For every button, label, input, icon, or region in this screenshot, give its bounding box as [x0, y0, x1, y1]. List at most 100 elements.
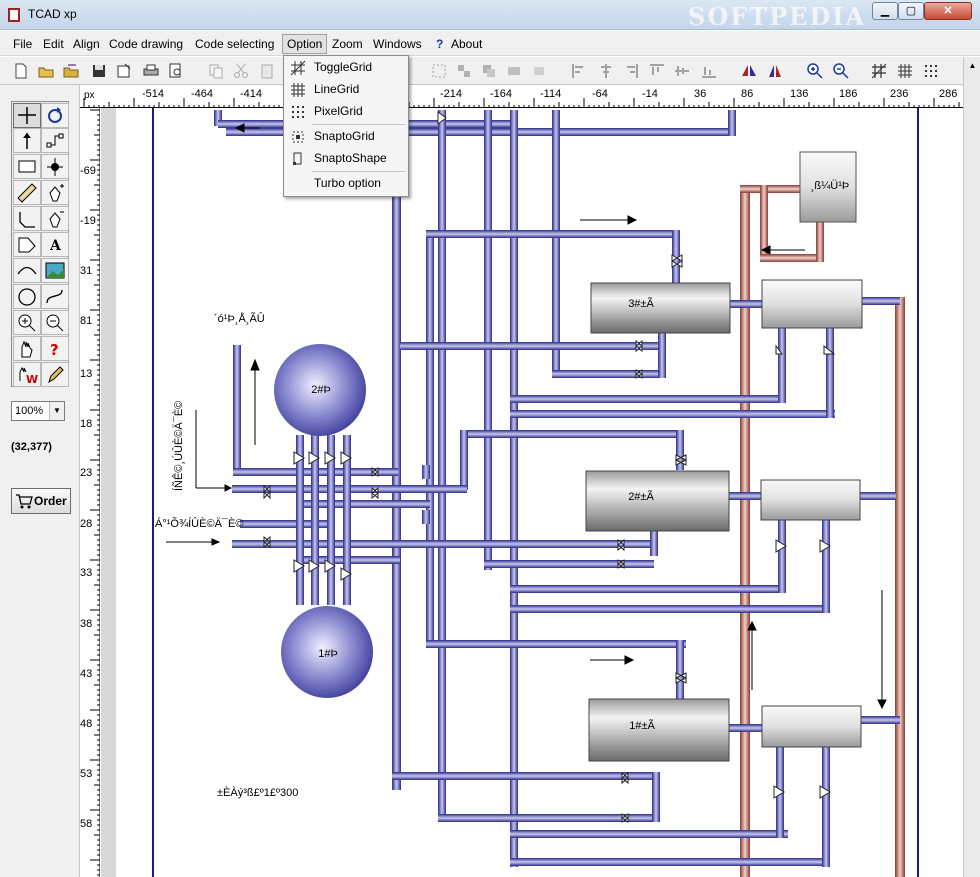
menu-snap-to-shape[interactable]: SnaptoShape [286, 148, 406, 169]
select-crosshair-icon[interactable] [13, 103, 41, 128]
menu-option[interactable]: Option [282, 34, 328, 54]
separator-3[interactable] [761, 279, 863, 329]
menu-pixel-grid[interactable]: PixelGrid [286, 101, 406, 122]
zoom-out-tool-icon[interactable] [41, 310, 69, 335]
top-box[interactable] [799, 151, 857, 223]
rotate-icon[interactable] [41, 103, 69, 128]
polyline-icon[interactable] [13, 206, 41, 231]
print-preview-icon[interactable] [167, 62, 185, 80]
arc-icon[interactable] [13, 258, 41, 283]
rectangle-icon[interactable] [13, 154, 41, 179]
copy-icon[interactable] [207, 62, 225, 80]
menu-about[interactable]: About [451, 37, 483, 51]
connector-icon[interactable] [41, 128, 69, 153]
pan-hand-icon[interactable] [13, 336, 41, 361]
vertical-scrollbar[interactable]: ▲ [963, 57, 980, 877]
tank-2[interactable] [274, 344, 366, 436]
ungroup-icon[interactable] [455, 62, 473, 80]
zoom-level-select[interactable]: 100% ▼ [11, 401, 65, 421]
ruler-label: 31 [80, 265, 93, 277]
arrow-up-icon[interactable] [13, 128, 41, 153]
menu-align[interactable]: Align [73, 37, 100, 51]
ruler-label: -514 [142, 88, 165, 100]
ruler-label: 81 [80, 315, 93, 327]
menu-line-grid[interactable]: LineGrid [286, 79, 406, 100]
menu-pixel-grid-label: PixelGrid [314, 104, 363, 118]
zoom-in-icon[interactable] [806, 62, 824, 80]
ruler-icon[interactable] [13, 180, 41, 205]
print-icon[interactable] [142, 62, 160, 80]
ellipse-icon[interactable] [13, 284, 41, 309]
flip-vertical-icon[interactable] [766, 62, 784, 80]
tool-panel: A ? W 100% ▼ (32,377) Order [0, 85, 80, 877]
align-middle-icon[interactable] [673, 62, 691, 80]
bring-front-icon[interactable] [480, 62, 498, 80]
order-button[interactable]: Order [11, 488, 71, 514]
svg-text:?: ? [50, 341, 59, 359]
close-button[interactable]: ✕ [924, 2, 972, 20]
toggle-grid-icon[interactable] [870, 62, 888, 80]
zoom-out-icon[interactable] [832, 62, 850, 80]
menu-code-drawing[interactable]: Code drawing [109, 37, 184, 51]
menu-snap-to-grid[interactable]: SnaptoGrid [286, 126, 406, 147]
tank-2-label: 2#Þ [311, 384, 331, 396]
save-icon[interactable] [90, 62, 108, 80]
top-box-label: ¸ß¼Ü¹Þ [810, 180, 850, 192]
menu-file[interactable]: File [13, 37, 33, 51]
vessel-1-label: 1#±Ã [629, 720, 655, 732]
tank-1-label: 1#Þ [318, 648, 338, 660]
tank-1[interactable] [281, 606, 373, 698]
ruler-label: -214 [440, 88, 463, 100]
menu-windows[interactable]: Windows [373, 37, 422, 51]
pixel-grid-icon[interactable] [922, 62, 940, 80]
line-grid-icon[interactable] [896, 62, 914, 80]
group-icon[interactable] [430, 62, 448, 80]
align-center-icon[interactable] [597, 62, 615, 80]
vessel-3[interactable] [590, 282, 731, 334]
ruler-label: 18 [80, 418, 93, 430]
menu-edit[interactable]: Edit [43, 37, 64, 51]
layer-icon[interactable] [530, 62, 548, 80]
align-left-icon[interactable] [570, 62, 588, 80]
text-tool-icon[interactable]: A [41, 232, 69, 257]
menu-code-selecting[interactable]: Code selecting [195, 37, 275, 51]
scroll-up-icon[interactable]: ▲ [968, 61, 977, 70]
ruler-label: 186 [839, 88, 858, 100]
help-icon[interactable]: ? [41, 336, 69, 361]
open-folder-alt-icon[interactable] [62, 62, 80, 80]
scale-label: ±ÈÀý³ß£º1£º300 [217, 787, 299, 799]
menu-turbo-option[interactable]: Turbo option [286, 173, 406, 194]
align-top-icon[interactable] [648, 62, 666, 80]
maximize-button[interactable]: ▢ [898, 2, 924, 20]
cut-icon[interactable] [232, 62, 250, 80]
open-folder-icon[interactable] [37, 62, 55, 80]
chevron-down-icon[interactable]: ▼ [49, 402, 64, 420]
polygon-icon[interactable] [13, 232, 41, 257]
send-back-icon[interactable] [505, 62, 523, 80]
save-as-icon[interactable] [115, 62, 133, 80]
zoom-in-tool-icon[interactable] [13, 310, 41, 335]
horizontal-ruler: -514 -464 -414 -214 -164 -114 -64 -14 36… [80, 85, 980, 108]
menu-toggle-grid[interactable]: ToggleGrid [286, 57, 406, 78]
align-right-icon[interactable] [622, 62, 640, 80]
svg-text:W: W [26, 373, 38, 386]
drawing-canvas[interactable]: 2#Þ 1#Þ 3#±Ã 2#±Ã 1#±Ã ¸ß¼Ü¹Þ ´ó¹Þ¸Å¸ÃÛ … [101, 108, 971, 877]
separator-2[interactable] [760, 479, 861, 521]
image-icon[interactable] [41, 258, 69, 283]
new-file-icon[interactable] [12, 62, 30, 80]
pen-add-icon[interactable] [41, 180, 69, 205]
point-icon[interactable] [41, 154, 69, 179]
separator-1[interactable] [761, 705, 862, 748]
paste-icon[interactable] [258, 62, 276, 80]
hand-w-icon[interactable]: W [13, 362, 41, 387]
toggle-grid-icon [290, 60, 306, 76]
curve-icon[interactable] [41, 284, 69, 309]
align-bottom-icon[interactable] [700, 62, 718, 80]
flip-horizontal-icon[interactable] [740, 62, 758, 80]
vessel-1[interactable] [588, 698, 730, 762]
pen-remove-icon[interactable] [41, 206, 69, 231]
minimize-button[interactable]: ▁ [872, 2, 898, 20]
pencil-icon[interactable] [41, 362, 69, 387]
menu-zoom[interactable]: Zoom [332, 37, 363, 51]
vessel-2[interactable] [585, 470, 730, 532]
